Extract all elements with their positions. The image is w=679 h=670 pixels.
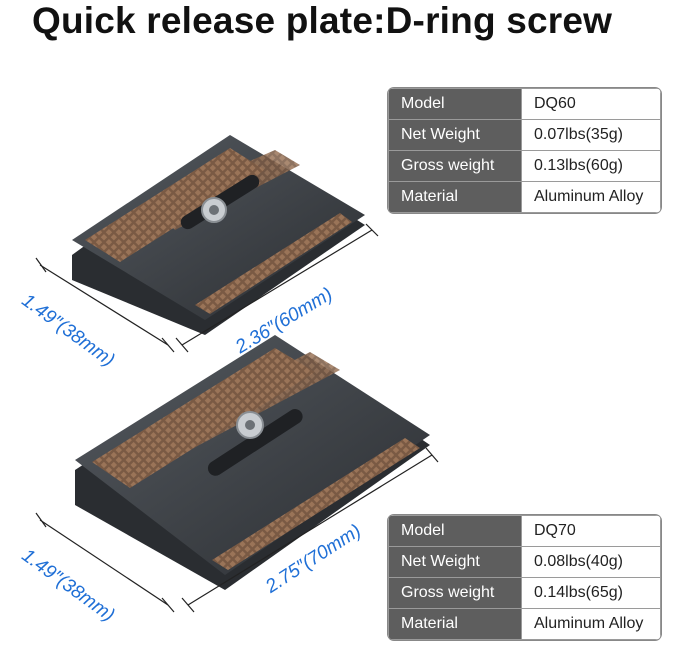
spec-value: Aluminum Alloy <box>521 181 661 213</box>
dimension-lines <box>35 223 439 613</box>
spec-key: Model <box>388 88 522 120</box>
spec-row: Model DQ70 <box>388 515 661 547</box>
spec-key: Material <box>388 608 522 640</box>
grip-pad <box>212 438 420 570</box>
spec-key: Gross weight <box>388 577 522 609</box>
spec-row: Gross weight 0.14lbs(65g) <box>388 577 661 609</box>
spec-value: DQ60 <box>521 88 661 120</box>
spec-row: Material Aluminum Alloy <box>388 608 661 640</box>
spec-table-dq60: Model DQ60 Net Weight 0.07lbs(35g) Gross… <box>388 88 661 213</box>
grip-pad <box>150 150 300 230</box>
spec-key: Material <box>388 181 522 213</box>
plate-dq70-top <box>75 335 430 575</box>
spec-value: 0.13lbs(60g) <box>521 150 661 182</box>
grip-pad <box>195 213 352 314</box>
spec-value: 0.08lbs(40g) <box>521 546 661 578</box>
plate-dq60-top <box>72 135 365 320</box>
spec-row: Model DQ60 <box>388 88 661 120</box>
plate-dq70 <box>75 335 430 590</box>
mounting-slot <box>207 409 303 476</box>
plate-dq60 <box>72 135 365 335</box>
spec-row: Material Aluminum Alloy <box>388 181 661 213</box>
spec-row: Net Weight 0.07lbs(35g) <box>388 119 661 151</box>
spec-row: Gross weight 0.13lbs(60g) <box>388 150 661 182</box>
spec-value: Aluminum Alloy <box>521 608 661 640</box>
page-title: Quick release plate:D-ring screw <box>32 0 613 41</box>
spec-value: 0.14lbs(65g) <box>521 577 661 609</box>
spec-row: Net Weight 0.08lbs(40g) <box>388 546 661 578</box>
spec-key: Net Weight <box>388 546 522 578</box>
spec-key: Net Weight <box>388 119 522 151</box>
spec-key: Gross weight <box>388 150 522 182</box>
spec-value: 0.07lbs(35g) <box>521 119 661 151</box>
grip-pad <box>160 352 340 450</box>
spec-table-dq70: Model DQ70 Net Weight 0.08lbs(40g) Gross… <box>388 515 661 640</box>
spec-key: Model <box>388 515 522 547</box>
spec-value: DQ70 <box>521 515 661 547</box>
